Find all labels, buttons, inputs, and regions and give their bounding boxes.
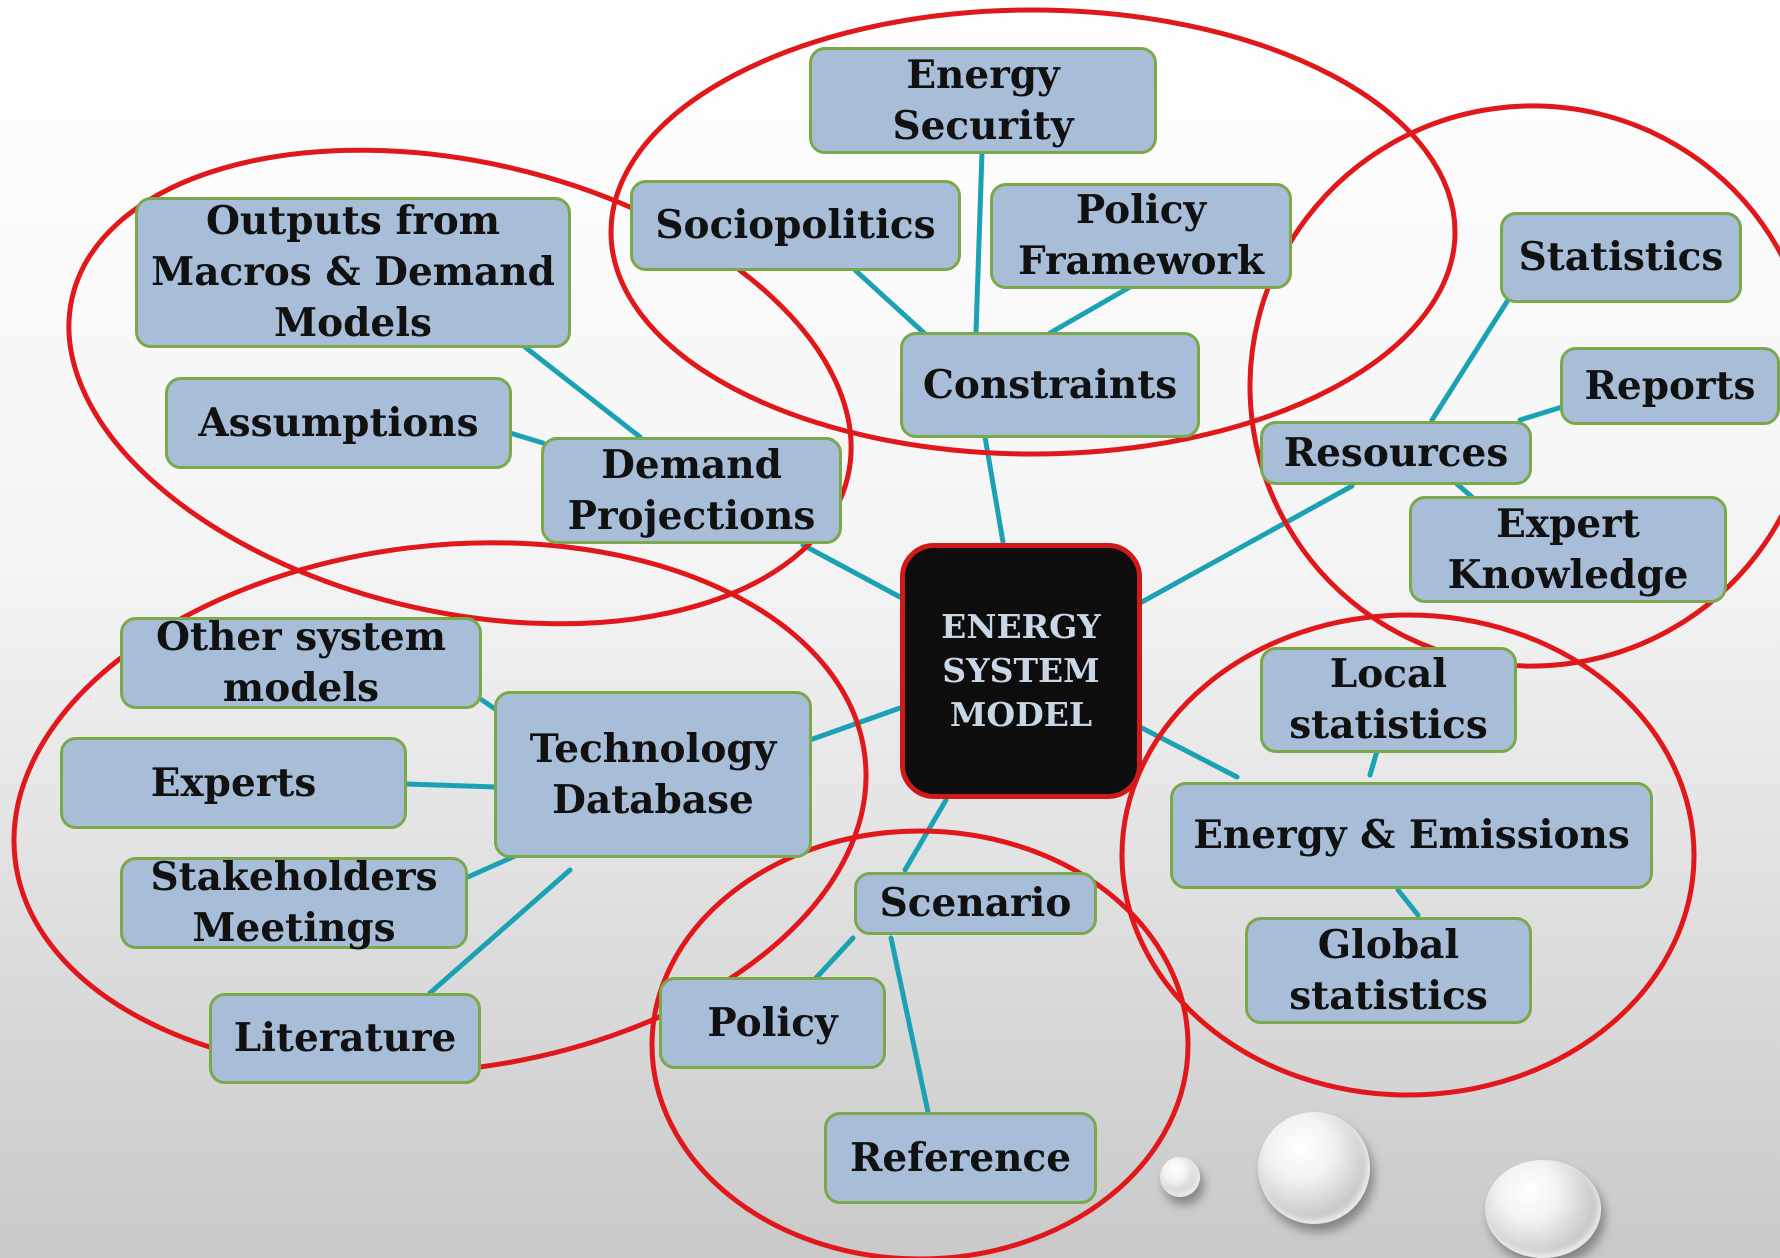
energy-emissions-node: Energy & Emissions — [1170, 782, 1653, 889]
experts-node: Experts — [60, 737, 407, 829]
edge-resources-expert — [1454, 481, 1475, 500]
decorative-droplet-large — [1258, 1112, 1370, 1224]
constraints-node: Constraints — [900, 332, 1200, 438]
group-ring-scenario — [649, 828, 1191, 1258]
edge-constraints-sociopolitics — [852, 267, 927, 336]
edge-demand-assumptions — [507, 430, 546, 446]
energy-system-model-node: ENERGY SYSTEM MODEL — [900, 543, 1142, 799]
reference-node: Reference — [824, 1112, 1097, 1204]
resources-node: Resources — [1260, 421, 1532, 485]
edge-center-resources — [1137, 483, 1355, 606]
policy-node: Policy — [659, 977, 886, 1069]
expert-knowledge-node: Expert Knowledge — [1409, 496, 1727, 603]
edge-center-energy — [1137, 724, 1240, 780]
edge-constraints-security — [973, 149, 985, 335]
edge-resources-statistics — [1429, 297, 1511, 423]
edge-energy-global — [1395, 887, 1421, 918]
outputs-macros-demand-node: Outputs from Macros & Demand Models — [135, 197, 571, 348]
edge-technology-stakeholders — [465, 853, 518, 880]
edge-constraints-policyframework — [1047, 284, 1133, 336]
local-statistics-node: Local statistics — [1260, 647, 1517, 753]
stakeholders-meetings-node: Stakeholders Meetings — [120, 854, 468, 951]
decorative-droplet-right — [1485, 1160, 1601, 1258]
edge-technology-experts — [403, 781, 499, 790]
energy-security-node: Energy Security — [809, 47, 1157, 154]
edge-demand-outputs — [522, 344, 643, 440]
edge-center-demand — [800, 542, 903, 600]
sociopolitics-node: Sociopolitics — [630, 180, 961, 271]
global-statistics-node: Global statistics — [1245, 917, 1532, 1024]
reports-node: Reports — [1560, 347, 1780, 425]
edge-scenario-policy — [813, 935, 856, 981]
statistics-node: Statistics — [1500, 212, 1742, 303]
technology-database-node: Technology Database — [494, 691, 812, 858]
assumptions-node: Assumptions — [165, 377, 512, 469]
edge-center-scenario — [902, 797, 949, 873]
scenario-node: Scenario — [854, 872, 1097, 935]
edge-energy-local — [1367, 748, 1380, 778]
decorative-droplet-small — [1160, 1157, 1200, 1197]
edge-scenario-reference — [888, 935, 931, 1115]
group-ring-energy — [1119, 612, 1697, 1098]
policy-framework-node: Policy Framework — [990, 183, 1292, 289]
demand-projections-node: Demand Projections — [541, 437, 842, 544]
literature-node: Literature — [209, 993, 481, 1084]
edge-resources-reports — [1517, 404, 1565, 423]
group-ring-demand — [66, 147, 854, 627]
edge-technology-literature — [427, 867, 573, 996]
group-ring-resources — [1247, 103, 1780, 669]
group-ring-constraints — [608, 7, 1458, 457]
other-system-models-node: Other system models — [120, 614, 482, 711]
